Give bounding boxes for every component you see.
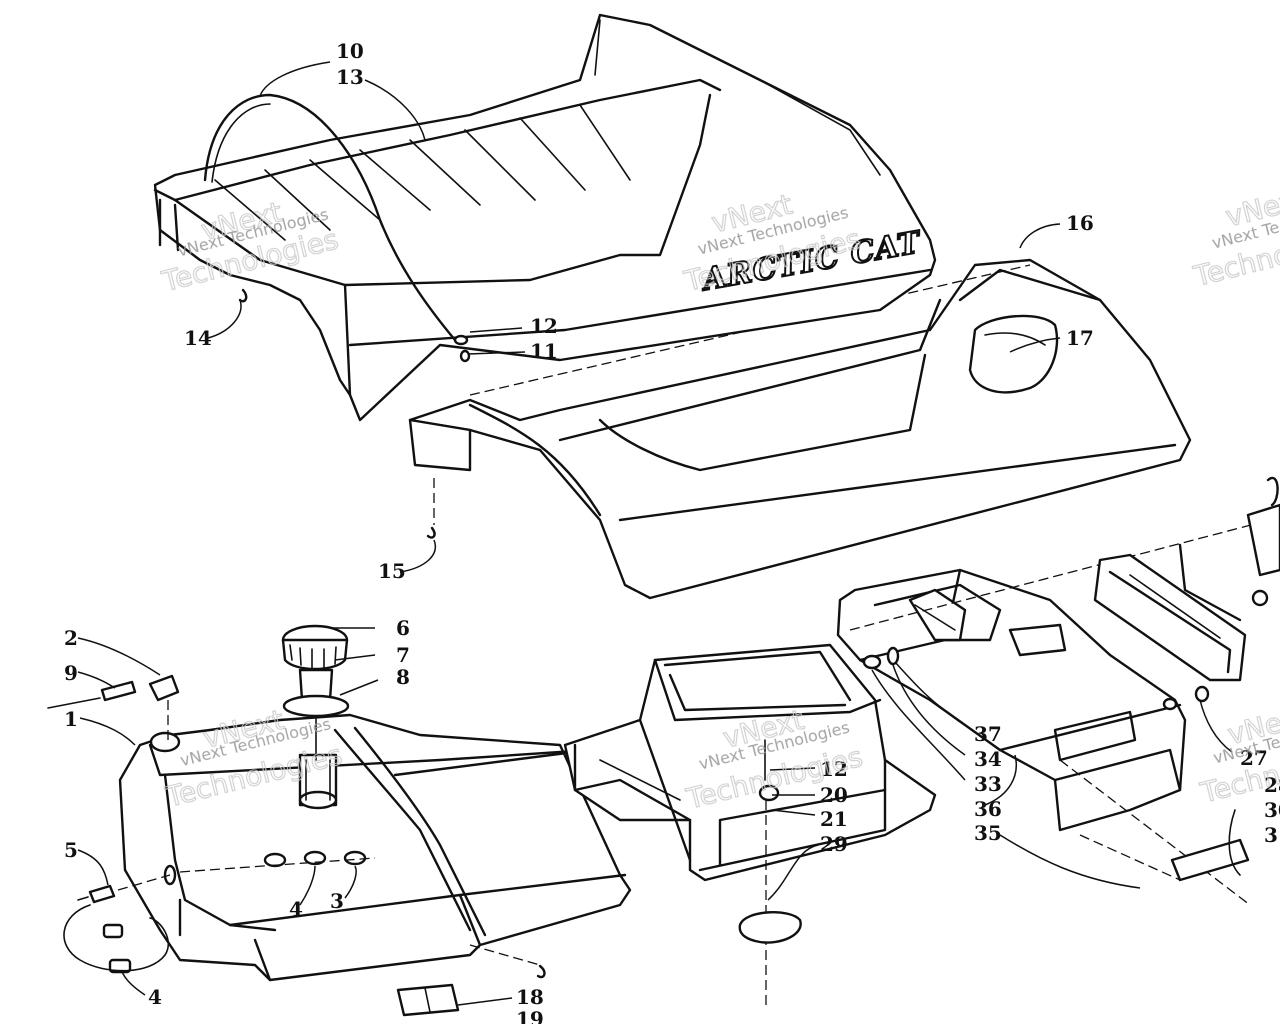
watermarks: vNext vNext Technologies Technologies vN… <box>157 181 1280 816</box>
callout-37: 37 <box>974 722 1002 746</box>
callout-17: 17 <box>1066 326 1094 350</box>
callout-21: 21 <box>820 807 848 831</box>
callout-8: 8 <box>396 665 410 689</box>
callout-labels: 10 13 14 12 11 15 16 17 2 9 1 6 7 8 5 4 … <box>64 39 1280 1024</box>
grab-bar <box>203 93 457 342</box>
seat-hardware <box>238 288 471 539</box>
seat-and-rear-body: ARCTIC CAT <box>153 13 1192 600</box>
callout-4: 4 <box>289 897 303 921</box>
filler-neck <box>149 731 181 753</box>
tail-housing-assembly <box>836 519 1271 906</box>
callout-12: 12 <box>530 314 558 338</box>
console-assembly <box>563 643 937 1010</box>
callout-36: 36 <box>974 797 1002 821</box>
callout-15: 15 <box>378 559 406 583</box>
callout-4-lower: 4 <box>148 985 162 1009</box>
callout-2: 2 <box>64 626 78 650</box>
callout-13: 13 <box>336 65 364 89</box>
callout-5: 5 <box>64 838 78 862</box>
console-pad <box>738 911 802 944</box>
fuel-line-fittings <box>47 674 180 974</box>
callout-18: 18 <box>516 985 544 1009</box>
callout-9: 9 <box>64 661 78 685</box>
callout-12-console: 12 <box>820 757 848 781</box>
callout-6: 6 <box>396 616 410 640</box>
callout-34: 34 <box>974 747 1002 771</box>
callout-31: 31 <box>1264 823 1280 847</box>
watermark-3: vNext vNext Technologies Technologies <box>1189 181 1280 294</box>
taillight-assembly <box>1093 476 1280 882</box>
callout-20: 20 <box>820 783 848 807</box>
callout-29: 29 <box>820 832 848 856</box>
callout-27: 27 <box>1240 746 1268 770</box>
tank-bumpers <box>396 944 546 1017</box>
fuel-tank <box>118 713 632 982</box>
callout-19: 19 <box>516 1007 544 1024</box>
callout-3: 3 <box>330 889 344 913</box>
rear-body-shell <box>408 258 1192 600</box>
callout-35: 35 <box>974 821 1002 845</box>
tail-housing <box>836 568 1187 832</box>
console-housing <box>563 643 937 882</box>
callout-10: 10 <box>336 39 364 63</box>
callout-33: 33 <box>974 772 1002 796</box>
watermark-6: vNext vNext Technologies Technologies <box>1196 699 1280 810</box>
callout-30: 30 <box>1264 798 1280 822</box>
seat-cushion <box>153 13 937 422</box>
callout-11: 11 <box>530 339 558 363</box>
callout-1: 1 <box>64 707 78 731</box>
fuel-cap-assembly <box>281 624 350 761</box>
rear-bracket <box>408 418 472 472</box>
leader-lines <box>77 61 1233 1006</box>
fuel-tank-assembly <box>118 713 632 982</box>
callout-16: 16 <box>1066 211 1094 235</box>
callout-14: 14 <box>184 326 212 350</box>
grab-handle-opening <box>968 314 1059 394</box>
callout-7: 7 <box>396 643 410 667</box>
callout-28: 28 <box>1264 773 1280 797</box>
